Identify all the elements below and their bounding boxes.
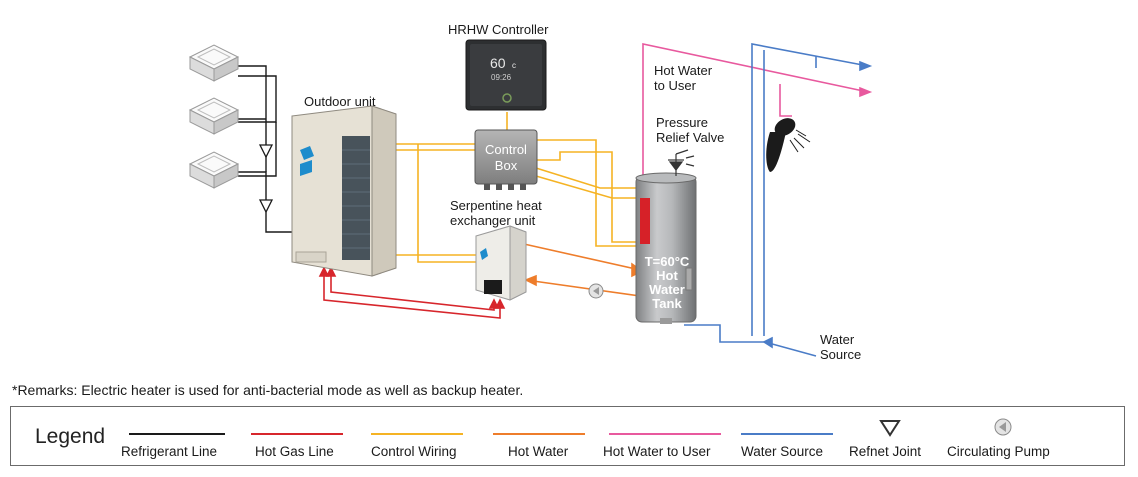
- legend-item-circulating-pump: Circulating Pump: [947, 407, 1067, 465]
- control-box-label-line2: Box: [495, 158, 518, 173]
- legend-swatch: [741, 433, 833, 435]
- hot-water-user-label-line1: Hot Water: [654, 63, 713, 78]
- hot-water-to-user-lines: [642, 43, 873, 196]
- legend-item-refrigerant-line: Refrigerant Line: [121, 407, 231, 465]
- legend-item-water-source: Water Source: [741, 407, 841, 465]
- controller-display-temp: 60: [490, 55, 506, 71]
- tank-label-line3: Water: [649, 282, 685, 297]
- control-box-label-line1: Control: [485, 142, 527, 157]
- legend-item-label: Hot Water to User: [603, 444, 711, 459]
- water-source-lines: [684, 43, 873, 357]
- legend-item-label: Hot Gas Line: [255, 444, 334, 459]
- hot-water-lines: [523, 243, 644, 297]
- controller-label: HRHW Controller: [448, 22, 549, 37]
- refnet-joint-icon: [879, 420, 901, 437]
- outdoor-unit-label: Outdoor unit: [304, 94, 376, 109]
- hot-water-tank: [635, 172, 697, 324]
- legend-swatch: [251, 433, 343, 435]
- serpentine-heat-exchanger: [475, 225, 527, 301]
- refnet-joints: [258, 144, 274, 214]
- remarks-note: *Remarks: Electric heater is used for an…: [12, 382, 524, 398]
- tank-label-line2: Hot: [656, 268, 678, 283]
- legend-item-label: Refrigerant Line: [121, 444, 218, 459]
- control-box: [474, 129, 538, 190]
- hot-water-user-label-line2: to User: [654, 78, 696, 93]
- legend-item-hot-water: Hot Water: [493, 407, 593, 465]
- legend: Legend Refrigerant Line Hot Gas Line Con…: [10, 406, 1125, 466]
- circulating-pump-icon: [994, 418, 1012, 436]
- legend-swatch: [493, 433, 585, 435]
- controller-display-unit: c: [512, 61, 516, 70]
- shower-head-icon: [766, 118, 811, 172]
- legend-item-label: Hot Water: [508, 444, 569, 459]
- legend-item-label: Control Wiring: [371, 444, 457, 459]
- system-diagram: 60 c 09:26: [188, 39, 873, 357]
- pressure-valve-label-line2: Relief Valve: [656, 130, 725, 145]
- legend-swatch: [371, 433, 463, 435]
- legend-item-label: Refnet Joint: [849, 444, 922, 459]
- legend-item-control-wiring: Control Wiring: [371, 407, 471, 465]
- circulating-pump: [588, 283, 604, 299]
- legend-title: Legend: [35, 425, 106, 448]
- legend-item-hot-gas-line: Hot Gas Line: [251, 407, 351, 465]
- legend-item-refnet-joint: Refnet Joint: [849, 407, 939, 465]
- refrigerant-lines: [238, 65, 294, 233]
- outdoor-unit: [291, 105, 397, 277]
- serpentine-label-line1: Serpentine heat: [450, 198, 542, 213]
- controller-display-time: 09:26: [491, 73, 512, 82]
- hot-gas-lines: [318, 266, 506, 319]
- serpentine-label-line2: exchanger unit: [450, 213, 536, 228]
- tank-label-line4: Tank: [652, 296, 682, 311]
- hrhw-controller: 60 c 09:26: [465, 39, 547, 111]
- indoor-cassette-units: [188, 44, 240, 189]
- tank-label-line1: T=60°C: [645, 254, 690, 269]
- pressure-relief-valve: [668, 149, 695, 176]
- legend-item-label: Circulating Pump: [947, 444, 1050, 459]
- water-source-label-line2: Source: [820, 347, 862, 362]
- water-source-label-line1: Water: [820, 332, 855, 347]
- legend-item-label: Water Source: [741, 444, 824, 459]
- legend-swatch: [609, 433, 721, 435]
- legend-swatch: [129, 433, 225, 435]
- pressure-valve-label-line1: Pressure: [656, 115, 709, 130]
- legend-item-hot-water-to-user: Hot Water to User: [603, 407, 727, 465]
- control-wiring: [339, 112, 640, 263]
